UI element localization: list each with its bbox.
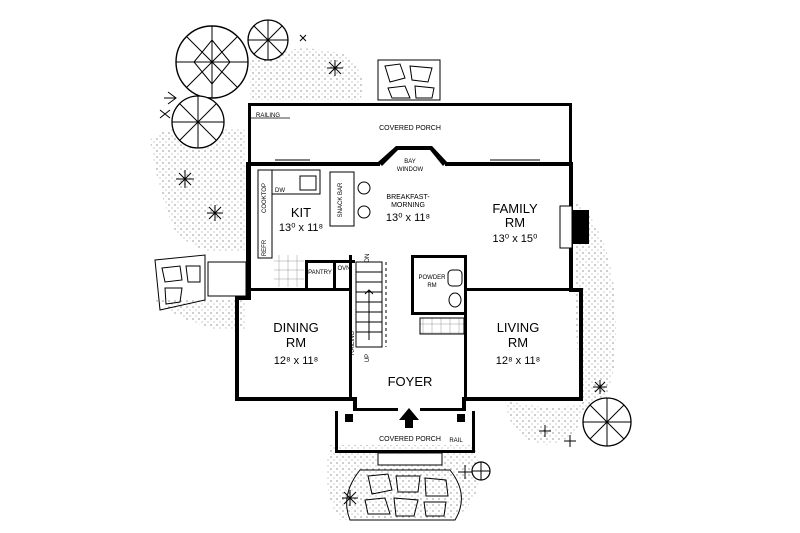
tree-right bbox=[582, 397, 632, 447]
landscaping bbox=[150, 48, 616, 520]
living-room-label-2: RM bbox=[508, 335, 528, 350]
breakfast-label-1: BREAKFAST- bbox=[386, 194, 430, 201]
foyer-label: FOYER bbox=[388, 374, 433, 389]
tree-small-top bbox=[247, 19, 289, 61]
stair-down-label: DN bbox=[365, 254, 371, 263]
family-room-dimension: 13⁰ x 15⁰ bbox=[493, 233, 538, 245]
windows bbox=[236, 159, 582, 400]
family-room-label-2: RM bbox=[505, 215, 525, 230]
cooktop-label: COOKTOP bbox=[262, 183, 268, 213]
front-rail-label: RAIL bbox=[449, 438, 463, 444]
dishwasher-label: DW bbox=[275, 188, 285, 194]
bay-label: BAY bbox=[404, 159, 416, 165]
pantry-label: PANTRY bbox=[308, 270, 332, 276]
flagstone-path-front bbox=[346, 469, 462, 521]
entry-arrow-icon bbox=[399, 408, 419, 428]
breakfast-dimension: 13⁰ x 11⁸ bbox=[386, 212, 430, 224]
window-label: WINDOW bbox=[397, 167, 424, 173]
stair-railing-label: RAILING bbox=[350, 331, 356, 355]
interior-walls bbox=[251, 255, 571, 400]
rear-porch-label: COVERED PORCH bbox=[379, 125, 441, 132]
flagstone-path-rear bbox=[377, 59, 441, 101]
tree-small-front bbox=[471, 461, 491, 481]
powder-room-fixtures bbox=[419, 269, 465, 335]
trees bbox=[171, 19, 632, 481]
living-room-label-1: LIVING bbox=[497, 320, 540, 335]
fireplace bbox=[559, 205, 589, 249]
tree-mid-left bbox=[171, 95, 225, 149]
dining-room-label-1: DINING bbox=[273, 320, 319, 335]
dining-room-label-2: RM bbox=[286, 335, 306, 350]
powder-room-label-1: POWDER bbox=[419, 275, 447, 281]
stair-up-label: UP bbox=[365, 354, 371, 362]
rear-railing-label: RAILING bbox=[256, 113, 280, 119]
flagstone-path-side bbox=[154, 254, 206, 311]
breakfast-label-2: MORNING bbox=[391, 202, 425, 209]
kitchen-dimension: 13⁰ x 11⁸ bbox=[279, 222, 323, 234]
powder-room-label-2: RM bbox=[427, 283, 436, 289]
front-covered-porch bbox=[335, 408, 475, 466]
oven-label: OVN bbox=[337, 266, 350, 272]
living-room-dimension: 12⁸ x 11⁸ bbox=[496, 355, 541, 367]
refrigerator-label: REFR bbox=[262, 239, 268, 256]
family-room-label-1: FAMILY bbox=[492, 201, 538, 216]
kitchen-counters bbox=[207, 169, 371, 297]
rear-covered-porch bbox=[248, 103, 572, 165]
front-porch-label: COVERED PORCH bbox=[379, 436, 441, 443]
shrubs bbox=[159, 34, 607, 506]
kitchen-label: KIT bbox=[291, 205, 311, 220]
tree-large bbox=[175, 25, 249, 99]
snack-bar-label: SNACK BAR bbox=[338, 182, 344, 217]
staircase bbox=[355, 261, 387, 348]
dining-room-dimension: 12⁸ x 11⁸ bbox=[274, 355, 319, 367]
